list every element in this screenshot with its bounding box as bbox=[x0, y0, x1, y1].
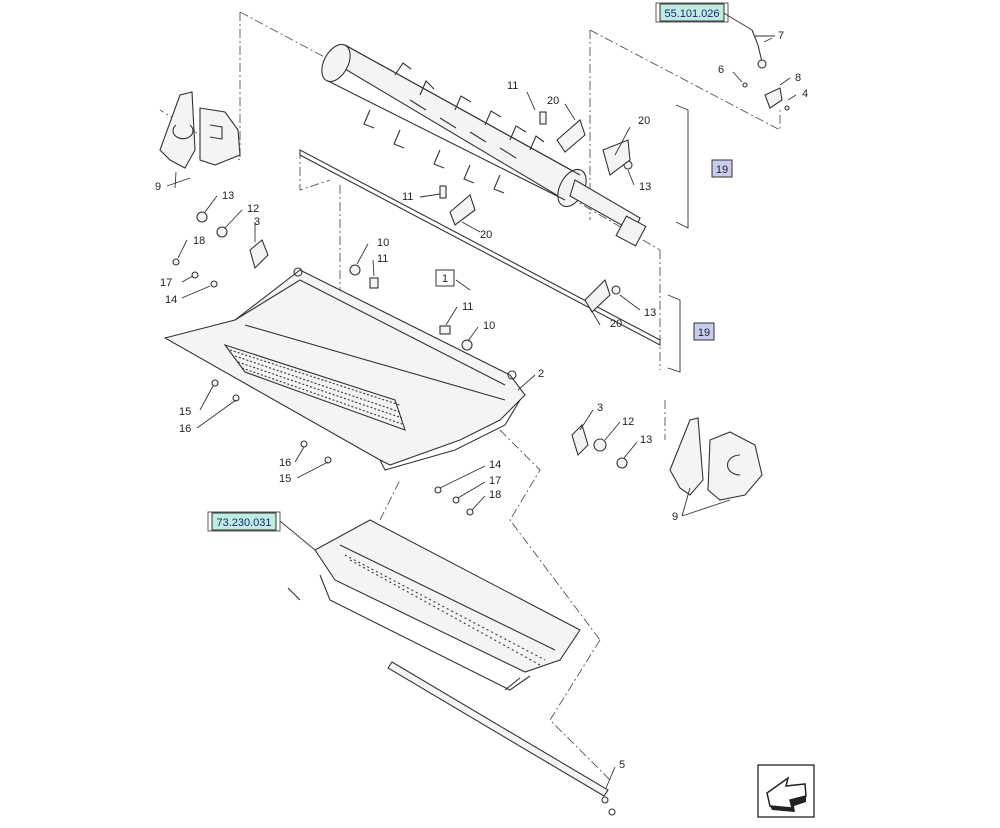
wear-bar bbox=[387, 661, 616, 816]
next-page-arrow-icon[interactable] bbox=[757, 764, 815, 818]
callout-4: 4 bbox=[802, 88, 808, 100]
callout-11: 11 bbox=[402, 191, 413, 203]
bracket-19-upper bbox=[675, 104, 689, 229]
callout-10: 10 bbox=[483, 320, 495, 332]
callout-8: 8 bbox=[795, 72, 801, 84]
callout-3: 3 bbox=[254, 216, 260, 228]
callout-20: 20 bbox=[480, 229, 492, 241]
callout-5: 5 bbox=[619, 759, 625, 771]
callout-10: 10 bbox=[377, 237, 389, 249]
callout-16: 16 bbox=[179, 423, 191, 435]
leader-lines bbox=[166, 11, 797, 789]
rotor-shaft bbox=[321, 43, 647, 247]
item-1-label: 1 bbox=[442, 273, 448, 285]
callout-14: 14 bbox=[165, 294, 177, 306]
ref-link-73-230-031[interactable]: 73.230.031 bbox=[207, 511, 281, 532]
callout-12: 12 bbox=[247, 203, 259, 215]
callout-15: 15 bbox=[279, 473, 291, 485]
end-plate-left bbox=[159, 91, 241, 169]
hardware bbox=[172, 29, 790, 516]
callout-13: 13 bbox=[644, 307, 656, 319]
callout-3: 3 bbox=[597, 402, 603, 414]
callout-20: 20 bbox=[638, 115, 650, 127]
callout-15: 15 bbox=[179, 406, 191, 418]
callout-12: 12 bbox=[622, 416, 634, 428]
ref-label-55: 55.101.026 bbox=[664, 8, 719, 20]
ref-label-19a: 19 bbox=[716, 164, 728, 176]
callout-17: 17 bbox=[160, 277, 172, 289]
lower-tray bbox=[287, 519, 581, 691]
callout-17: 17 bbox=[489, 475, 501, 487]
callout-11: 11 bbox=[507, 80, 518, 92]
ref-label-19b: 19 bbox=[698, 327, 710, 339]
callout-14: 14 bbox=[489, 459, 501, 471]
ref-link-19-upper[interactable]: 19 bbox=[711, 159, 733, 178]
callout-13: 13 bbox=[222, 190, 234, 202]
callout-9: 9 bbox=[672, 511, 678, 523]
item-1-box: 1 bbox=[435, 269, 455, 287]
ref-label-73: 73.230.031 bbox=[216, 517, 271, 529]
callout-numbers: 7 6 8 4 11 20 20 13 11 20 9 13 12 3 18 1… bbox=[155, 30, 808, 771]
callout-11: 11 bbox=[462, 301, 473, 313]
callout-13: 13 bbox=[639, 181, 651, 193]
callout-16: 16 bbox=[279, 457, 291, 469]
callout-13: 13 bbox=[640, 434, 652, 446]
callout-11: 11 bbox=[377, 253, 388, 265]
shaft-frame-line bbox=[299, 149, 661, 346]
bracket-19-lower bbox=[667, 294, 681, 373]
callout-20: 20 bbox=[610, 318, 622, 330]
callout-20: 20 bbox=[547, 95, 559, 107]
end-plate-right bbox=[669, 417, 763, 501]
concave-grate bbox=[163, 267, 526, 471]
callout-7: 7 bbox=[778, 30, 784, 42]
callout-2: 2 bbox=[538, 368, 544, 380]
ref-link-55-101-026[interactable]: 55.101.026 bbox=[655, 2, 729, 23]
callout-18: 18 bbox=[193, 235, 205, 247]
ref-link-19-lower[interactable]: 19 bbox=[693, 322, 715, 341]
callout-6: 6 bbox=[718, 64, 724, 76]
callout-18: 18 bbox=[489, 489, 501, 501]
callout-9: 9 bbox=[155, 181, 161, 193]
